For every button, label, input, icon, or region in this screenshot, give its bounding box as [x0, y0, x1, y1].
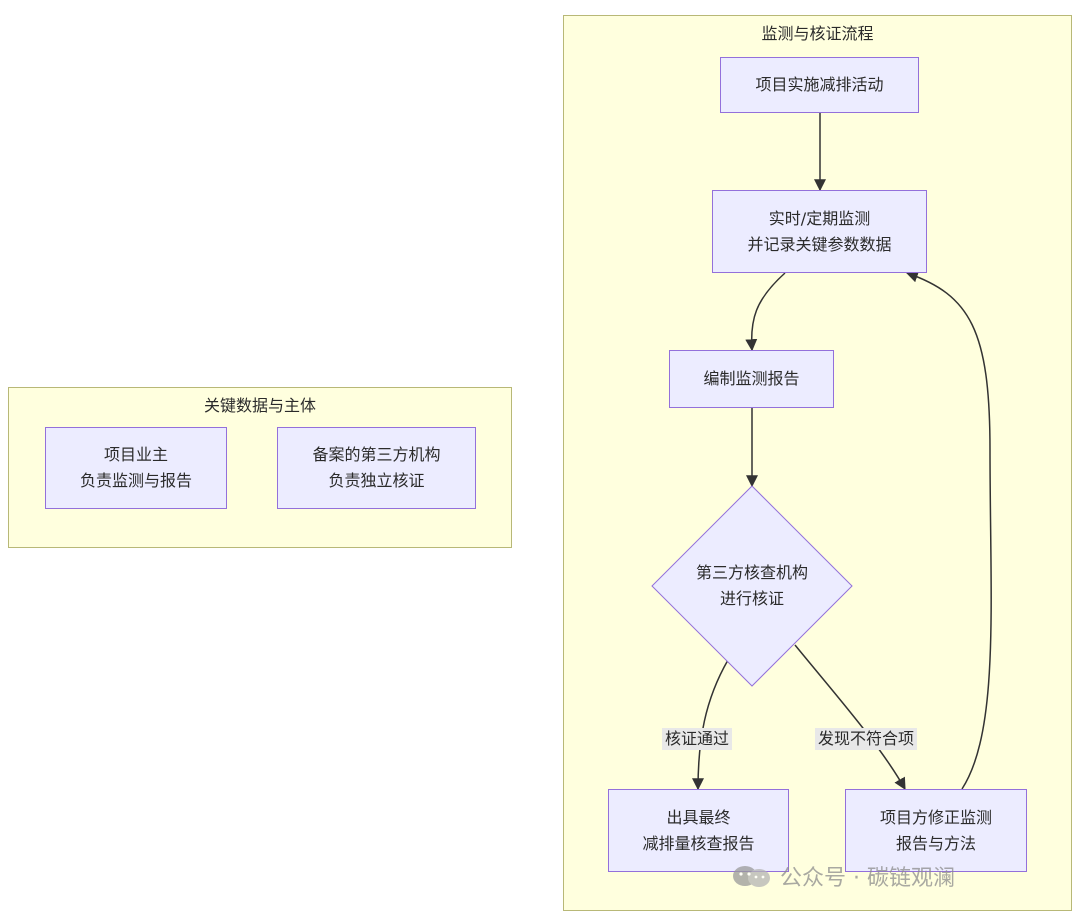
edge-correct-to-monitor — [905, 270, 992, 790]
final-report-node: 出具最终 减排量核查报告 — [608, 789, 789, 872]
verify-decision-diamond — [651, 485, 853, 687]
monitoring-line1: 实时/定期监测 — [768, 208, 871, 228]
watermark: 公众号 · 碳链观澜 — [732, 860, 955, 892]
edge-label-nonconform: 发现不符合项 — [815, 728, 918, 750]
verify-line1: 第三方核查机构 — [695, 563, 808, 582]
reduction-activity-node: 项目实施减排活动 — [720, 57, 919, 113]
monitoring-node: 实时/定期监测 并记录关键参数数据 — [712, 190, 927, 273]
key-data-cluster: 关键数据与主体 项目业主 负责监测与报告 备案的第三方机构 负责独立核证 — [8, 387, 512, 548]
monitoring-line2: 并记录关键参数数据 — [747, 234, 892, 254]
third-party-line2: 负责独立核证 — [328, 471, 425, 490]
reduction-activity-label: 项目实施减排活动 — [755, 75, 884, 94]
monitoring-report-label: 编制监测报告 — [703, 369, 800, 388]
verify-decision-label: 第三方核查机构 进行核证 — [672, 556, 832, 616]
third-party-line1: 备案的第三方机构 — [312, 445, 441, 464]
project-owner-node: 项目业主 负责监测与报告 — [45, 427, 227, 509]
final-report-line1: 出具最终 — [666, 807, 731, 827]
key-data-cluster-title: 关键数据与主体 — [203, 396, 316, 415]
monitoring-process-cluster-title: 监测与核证流程 — [761, 24, 874, 43]
edge-verify-to-correct — [794, 644, 906, 791]
final-report-line2: 减排量核查报告 — [642, 833, 755, 853]
edge-label-pass: 核证通过 — [662, 728, 733, 750]
third-party-node: 备案的第三方机构 负责独立核证 — [277, 427, 476, 509]
project-owner-line2: 负责监测与报告 — [79, 471, 192, 490]
correction-line2: 报告与方法 — [895, 833, 976, 853]
edge-monitor-to-report — [745, 272, 786, 352]
wechat-icon — [732, 864, 772, 888]
correction-node: 项目方修正监测 报告与方法 — [845, 789, 1027, 872]
edge-verify-to-issue — [692, 659, 729, 791]
verify-line2: 进行核证 — [719, 589, 784, 608]
project-owner-line1: 项目业主 — [103, 445, 168, 464]
monitoring-report-node: 编制监测报告 — [669, 350, 834, 408]
monitoring-process-cluster: 监测与核证流程 — [563, 15, 1072, 911]
watermark-text: 公众号 · 碳链观澜 — [780, 866, 955, 891]
correction-line1: 项目方修正监测 — [879, 807, 992, 827]
